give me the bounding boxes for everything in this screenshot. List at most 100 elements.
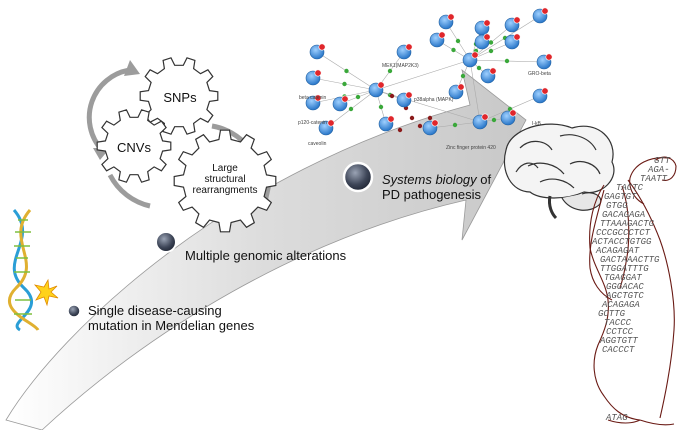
dna-sequence-fragment: GTGG: [606, 201, 628, 211]
dna-sequence-fragment: CCTCC: [606, 327, 634, 337]
network-edge-marker: [452, 122, 458, 128]
network-edge-marker: [476, 65, 482, 71]
genomic-label-text: Multiple genomic alterations: [185, 248, 347, 263]
network-node-badge: [387, 115, 395, 123]
network-label-caveolin: caveolin: [308, 141, 327, 147]
network-node-badge: [483, 33, 491, 41]
progress-arrow: [5, 68, 527, 431]
network-layer: [305, 7, 553, 136]
gear-cnvs: [96, 109, 172, 183]
dna-sequence-fragment: ACAGAGA: [601, 300, 640, 310]
dna-sequence-text: GTTAGA-TAATTTACTCGAGTGTGTGGGACAGAGATTAAA…: [591, 156, 671, 423]
dna-sequence-fragment: GACAGAGA: [602, 210, 645, 220]
gear-label-cnvs: CNVs: [117, 140, 151, 155]
mendelian-label-line2: mutation in Mendelian genes: [88, 318, 255, 333]
network-node-badge: [405, 91, 413, 99]
network-node-badge: [541, 7, 549, 15]
network-label-beta-catenin: beta catenin: [299, 95, 327, 101]
network-edge-marker: [455, 38, 461, 44]
gears-layer: [96, 57, 277, 233]
dna-helix-icon: [7, 209, 59, 332]
dna-sequence-fragment: AGCTGTC: [605, 291, 644, 301]
network-node-badge: [471, 51, 479, 59]
network-node-badge: [377, 81, 385, 89]
systems-label-of: of: [476, 172, 492, 187]
network-node-badge: [489, 67, 497, 75]
network-edge-marker: [397, 127, 403, 133]
network-node-badge: [545, 53, 553, 61]
network-node-badge: [327, 119, 335, 127]
dna-sequence-fragment: GACTAAACTTG: [600, 255, 660, 265]
network-edge-marker: [344, 68, 349, 74]
dna-sequence-fragment: AGGTGTT: [599, 336, 638, 346]
network-edge-marker: [488, 40, 494, 45]
dna-sequence-fragment: ACAGAGAT: [595, 246, 640, 256]
dna-sequence-fragment: ATAG: [605, 413, 628, 423]
dna-sequence-fragment: CACCCT: [602, 345, 635, 355]
dna-sequence-fragment: TTGGATTTG: [600, 264, 649, 274]
gear-label-large-2: structural: [204, 174, 246, 185]
dna-sequence-fragment: TGAGGAT: [604, 273, 642, 283]
network-edge-marker: [451, 47, 456, 53]
stage-bullet-systems: [342, 161, 374, 193]
network-node-badge: [513, 16, 521, 24]
network-label-p38alpha: p38alpha (MAPK): [414, 97, 454, 103]
network-node-badge: [509, 109, 517, 117]
network-node-badge: [318, 43, 326, 51]
dna-sequence-fragment: GCTTG: [598, 309, 626, 319]
network-label-mek1: MEK1(MAP2K3): [382, 63, 419, 69]
network-node-badge: [341, 95, 349, 103]
network-node-badge: [405, 43, 413, 51]
dna-sequence-fragment: AGA-: [647, 165, 670, 175]
dna-sequence-fragment: TACTC: [616, 183, 644, 193]
network-edge: [375, 59, 471, 91]
network-edge-marker: [417, 123, 423, 129]
gear-label-large-3: rearrangments: [192, 185, 258, 196]
network-edge-marker: [387, 68, 393, 74]
dna-sequence-fragment: TACCC: [604, 318, 632, 328]
mendelian-label-line1: Single disease-causing: [88, 303, 222, 318]
systems-label-italic: Systems biology: [382, 172, 477, 187]
systems-label-line2: PD pathogenesis: [382, 187, 482, 202]
dna-sequence-fragment: TTAAAGACTG: [600, 219, 655, 229]
network-node-badge: [314, 94, 322, 102]
genomic-label: Multiple genomic alterations: [185, 248, 346, 263]
network-label-gro-beta: GRO-beta: [528, 71, 551, 77]
network-label-p120-catenin: p120-catenin: [298, 120, 327, 126]
network-edge-marker: [389, 93, 395, 99]
network-edge-marker: [378, 104, 384, 110]
gear-label-snps: SNPs: [163, 90, 197, 105]
network-edge: [469, 59, 481, 123]
network-edge-marker: [504, 58, 510, 64]
network-node-badge: [481, 113, 489, 121]
network-node-badge: [541, 87, 549, 95]
network-node-badge: [447, 13, 455, 21]
dna-sequence-fragment: TAATT: [640, 174, 668, 184]
network-edge-marker: [342, 81, 347, 87]
stage-bullet-genomic: [155, 231, 177, 253]
parkinson-figure: [589, 156, 677, 426]
network-edge-marker: [491, 117, 497, 123]
dna-sequence-fragment: ACTACCTGTGG: [591, 237, 652, 247]
brain-icon: [503, 123, 615, 220]
dna-sequence-fragment: GAGTGT: [604, 192, 637, 202]
network-label-ikb: I-kB: [532, 121, 541, 127]
network-node-badge: [438, 31, 446, 39]
gear-label-large-1: Large: [212, 163, 238, 174]
mutation-star-icon: [33, 278, 59, 307]
gear-label-large: Large structural rearrangments: [188, 163, 262, 196]
network-node-badge: [314, 69, 322, 77]
stage-bullet-mendelian: [67, 304, 81, 318]
systems-label: Systems biology of PD pathogenesis: [382, 172, 491, 202]
network-node-badge: [457, 83, 465, 91]
network-node-badge: [483, 19, 491, 27]
network-edge-marker: [355, 94, 361, 100]
network-label-zinc-finger: Zinc finger protein 420: [446, 145, 496, 151]
gear-snps: [139, 57, 219, 135]
network-edge-marker: [348, 106, 354, 112]
dna-sequence-fragment: GTT: [654, 156, 671, 166]
dna-sequence-fragment: GGGACAC: [606, 282, 644, 292]
network-edge-marker: [427, 115, 433, 121]
